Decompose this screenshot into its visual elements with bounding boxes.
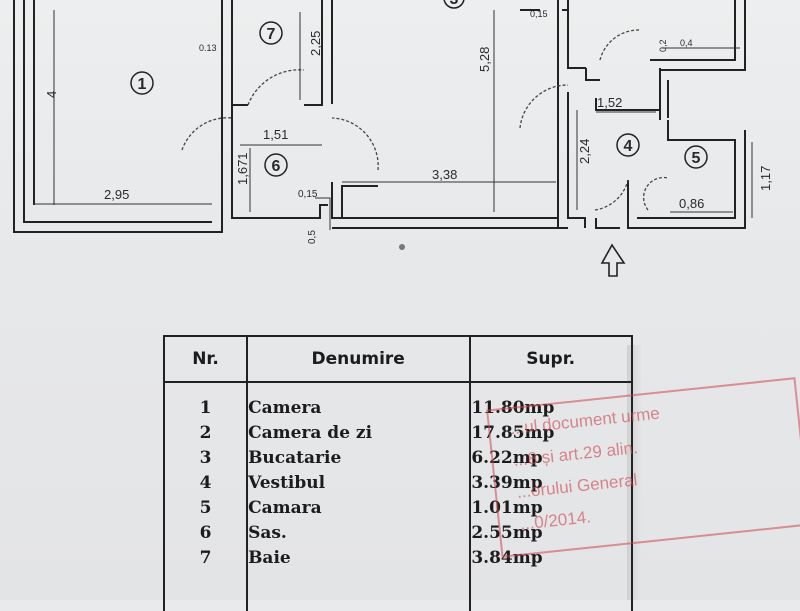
dim-1-52: 1,52 — [597, 95, 622, 110]
room-5-circle — [684, 145, 708, 169]
dim-3-38: 3,38 — [432, 167, 457, 182]
dimension-lines — [34, 10, 753, 230]
row-nr: 1 — [162, 396, 249, 421]
row-name: Vestibul — [246, 471, 472, 496]
room-number-3: 3 — [450, 0, 459, 8]
room-number-7: 7 — [267, 26, 276, 43]
door-arcs — [181, 29, 669, 211]
stamp-line-1: ...ul document urme — [509, 403, 661, 439]
walls — [13, 0, 746, 233]
row-name: Camera — [246, 396, 472, 421]
dim-0-5: 0,5 — [307, 230, 318, 244]
table-row: 2 Camera de zi 17.85mp — [162, 421, 633, 446]
dim-0-15-a: 0,15 — [298, 189, 318, 200]
room-7-circle — [259, 21, 283, 45]
spacer-row — [162, 571, 633, 611]
dim-0-15-b: 0,15 — [530, 9, 548, 19]
header-suprafata: Supr. — [469, 335, 633, 383]
table-row: 7 Baie 3.84mp — [162, 546, 633, 571]
table-header-row: Nr. Denumire Supr. — [162, 335, 633, 383]
row-name: Sas. — [246, 521, 472, 546]
dim-0-86: 0,86 — [679, 196, 704, 211]
row-nr: 6 — [162, 521, 249, 546]
row-name: Camara — [246, 496, 472, 521]
row-name: Baie — [246, 546, 472, 571]
header-denumire: Denumire — [246, 335, 472, 383]
table-row: 5 Camara 1.01mp — [162, 496, 633, 521]
room-number-1: 1 — [138, 76, 147, 93]
dim-2-95: 2,95 — [104, 187, 129, 202]
dim-1-17: 1,17 — [758, 166, 773, 191]
row-nr: 4 — [162, 471, 249, 496]
dim-0-13: 0.13 — [199, 43, 217, 53]
entrance-arrow-icon — [600, 243, 626, 277]
row-nr: 7 — [162, 546, 249, 571]
room-number-4: 4 — [624, 138, 633, 155]
spacer-row — [162, 382, 633, 396]
row-area: 6.22mp — [469, 446, 633, 471]
room-number-6: 6 — [272, 158, 281, 175]
paper-dot — [399, 244, 405, 250]
row-nr: 3 — [162, 446, 249, 471]
row-area: 2.55mp — [469, 521, 633, 546]
dim-1-671: 1,671 — [235, 152, 250, 185]
row-name: Camera de zi — [246, 421, 472, 446]
row-area: 3.39mp — [469, 471, 633, 496]
dim-4: 4 — [44, 91, 59, 98]
room-4-circle — [616, 133, 640, 157]
room-3-circle — [443, 0, 465, 9]
dim-2-24: 2,24 — [577, 139, 592, 164]
row-area: 3.84mp — [469, 546, 633, 571]
row-nr: 2 — [162, 421, 249, 446]
row-area: 17.85mp — [469, 421, 633, 446]
dim-2-25: 2,25 — [308, 31, 323, 56]
stamp-line-3: ...orului General — [515, 470, 639, 502]
room-number-5: 5 — [692, 150, 701, 167]
table-row: 3 Bucatarie 6.22mp — [162, 446, 633, 471]
row-name: Bucatarie — [246, 446, 472, 471]
header-nr: Nr. — [162, 335, 249, 383]
table-row: 6 Sas. 2.55mp — [162, 521, 633, 546]
red-stamp: ...ul document urme ...8 și art.29 alin.… — [486, 377, 800, 558]
dim-0-2: 0,2 — [658, 39, 668, 52]
row-nr: 5 — [162, 496, 249, 521]
stamp-line-4: ...0/2014. — [519, 507, 592, 534]
table-row: 1 Camera 11.80mp — [162, 396, 633, 421]
dim-1-51: 1,51 — [263, 127, 288, 142]
room-6-circle — [264, 153, 288, 177]
table-row: 4 Vestibul 3.39mp — [162, 471, 633, 496]
stamp-line-2: ...8 și art.29 alin. — [512, 438, 639, 471]
room-1-circle — [130, 71, 154, 95]
dim-5-28: 5,28 — [477, 47, 492, 72]
dim-0-4: 0,4 — [680, 38, 693, 48]
row-area: 11.80mp — [469, 396, 633, 421]
row-area: 1.01mp — [469, 496, 633, 521]
